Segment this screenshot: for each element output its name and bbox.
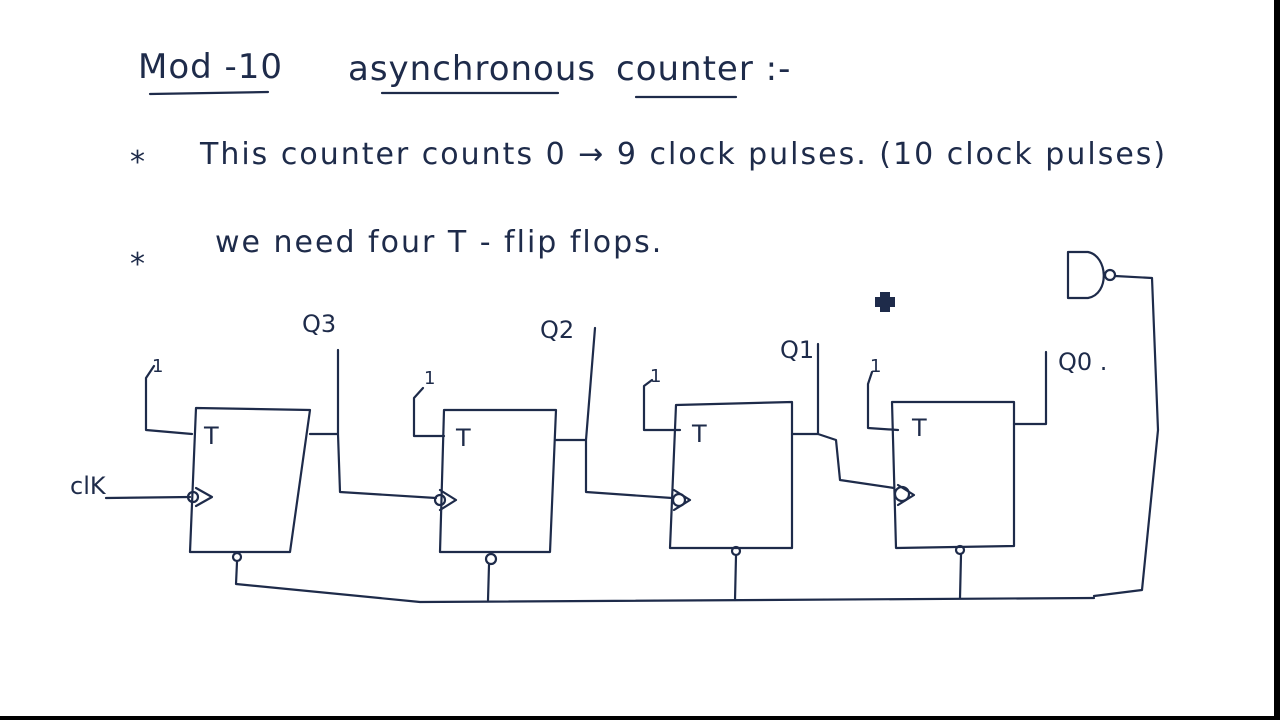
t-input-wire-2	[412, 386, 446, 438]
right-frame-edge	[1274, 0, 1280, 720]
nand-bubble	[1103, 268, 1117, 282]
nand-gate	[1066, 250, 1105, 300]
ff3-output-label: Q1	[780, 336, 815, 364]
t-input-wire-1	[144, 364, 194, 436]
clear-bubble-1	[231, 551, 243, 563]
q2-wire	[554, 326, 674, 500]
q3-wire	[308, 348, 438, 500]
ff2-input-label: 1	[424, 368, 436, 389]
feedback-wire	[1092, 274, 1160, 598]
flipflop-box-1	[188, 406, 312, 554]
clock-triangle-3	[672, 488, 692, 512]
t-input-wire-3	[642, 378, 682, 432]
title-underline-1	[148, 90, 270, 96]
q1-wire	[790, 342, 896, 490]
title-mod: Mod -10	[138, 47, 284, 87]
ff4-output-label: Q0 .	[1058, 348, 1108, 376]
clock-line	[104, 495, 192, 500]
bullet-marker-2: *	[130, 247, 147, 282]
flipflop-box-3	[668, 400, 794, 550]
ff2-output-label: Q2	[540, 316, 575, 344]
bullet-text-1: This counter counts 0 → 9 clock pulses. …	[200, 137, 1168, 172]
flipflop-box-4	[890, 400, 1016, 550]
ff1-t-label: T	[204, 422, 219, 450]
clock-triangle-2	[438, 488, 458, 512]
bullet-marker-1: *	[130, 145, 147, 180]
cursor-cross-icon	[875, 292, 895, 312]
bottom-frame-edge	[0, 716, 1280, 720]
t-input-wire-4	[866, 370, 900, 432]
clear-bubble-2	[484, 552, 498, 566]
ff1-output-label: Q3	[302, 310, 337, 338]
clock-triangle-1	[194, 486, 214, 508]
clear-drop-4	[958, 553, 963, 600]
ff4-input-label: 1	[870, 356, 882, 377]
clock-bubble-3	[671, 492, 687, 508]
ff3-t-label: T	[692, 420, 707, 448]
title-asynchronous: asynchronous	[348, 49, 597, 89]
clock-bubble-4	[893, 485, 911, 503]
ff4-t-label: T	[912, 414, 927, 442]
clock-label: clK	[70, 472, 106, 500]
bullet-text-2: we need four T - flip flops.	[215, 225, 664, 260]
clear-bubble-4	[954, 544, 966, 556]
ff2-t-label: T	[456, 424, 471, 452]
title-counter: counter :-	[616, 49, 792, 89]
q0-wire	[1012, 350, 1048, 426]
clear-bus	[234, 560, 1096, 604]
clear-drop-2	[486, 563, 491, 602]
clear-drop-3	[733, 554, 738, 602]
clock-bubble-2	[433, 493, 447, 507]
ff3-input-label: 1	[650, 366, 662, 387]
ff1-input-label: 1	[152, 356, 164, 377]
